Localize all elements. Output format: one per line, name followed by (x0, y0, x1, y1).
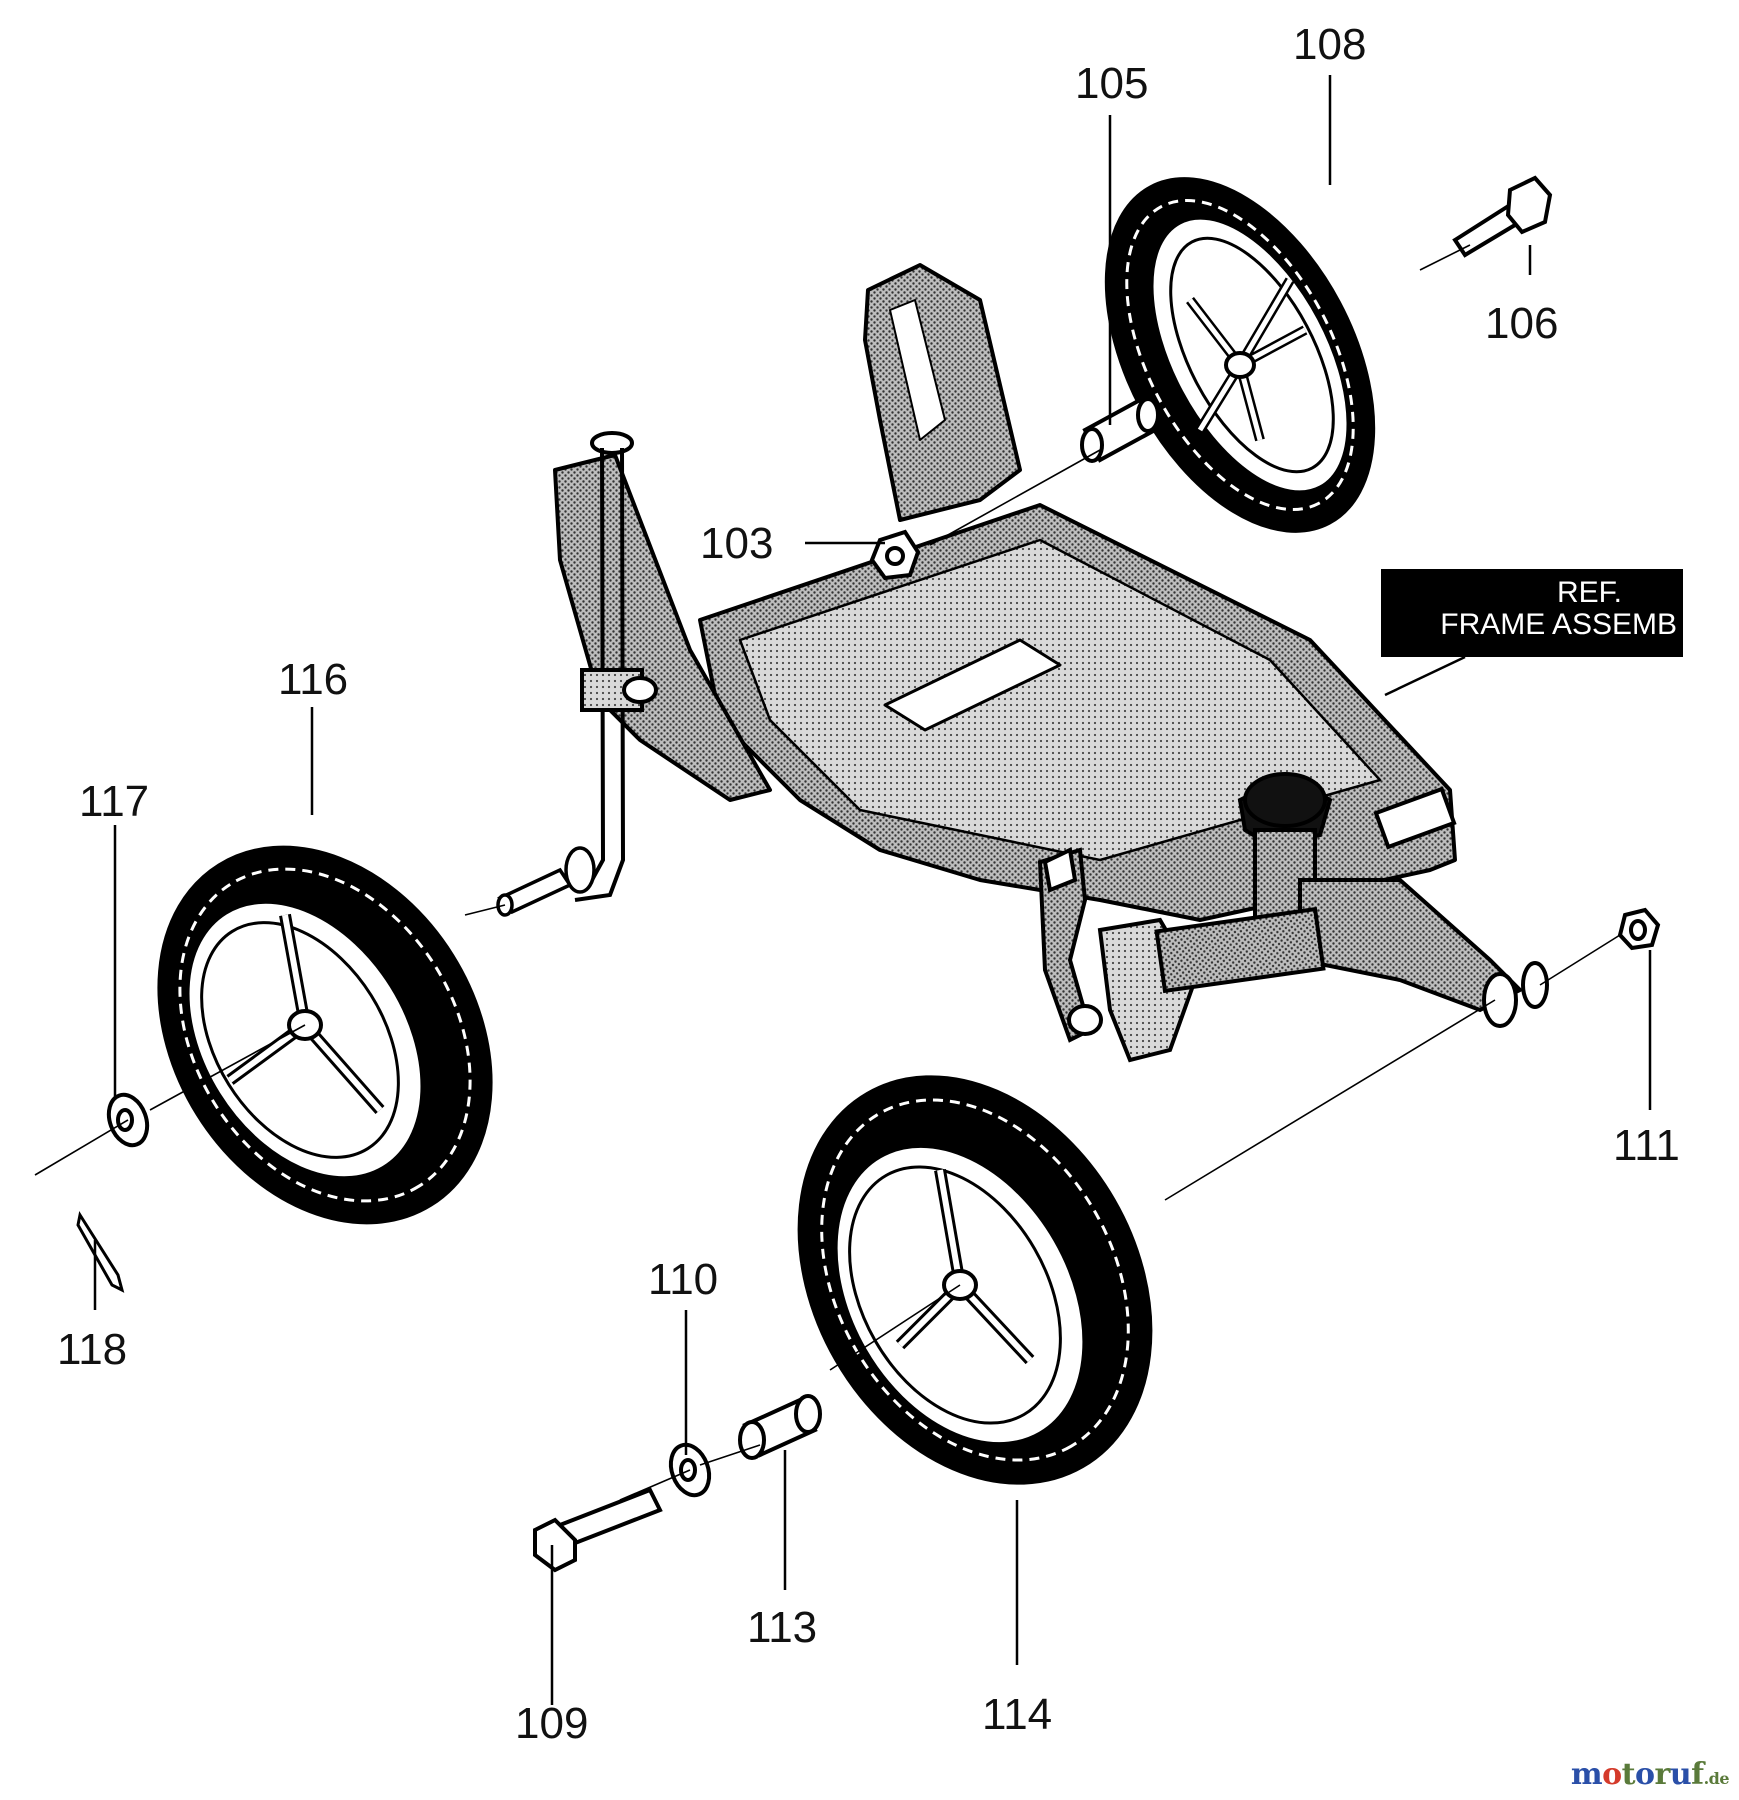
watermark-letter: u (1669, 1757, 1692, 1792)
callout-105: 105 (1075, 59, 1149, 108)
callout-116: 116 (278, 655, 349, 704)
nut-103 (869, 529, 921, 581)
callout-103: 103 (700, 519, 774, 568)
knob-lever-assembly (1037, 772, 1549, 1063)
watermark-letter: o (1635, 1757, 1655, 1792)
height-adjust-rod (569, 431, 658, 902)
ref-label-line2: FRAME ASSEMB (1440, 608, 1677, 641)
callout-111: 111 (1613, 1121, 1680, 1170)
watermark-tld: .de (1703, 1769, 1730, 1788)
cotter-pin-118 (76, 1211, 125, 1293)
washer-117 (106, 1092, 150, 1148)
spacer-113 (738, 1394, 822, 1460)
watermark-name: motoruf (1571, 1757, 1704, 1792)
watermark-letter: f (1691, 1757, 1704, 1792)
wheel-108 (1104, 177, 1376, 533)
watermark-letter: m (1570, 1757, 1603, 1792)
callout-118: 118 (57, 1325, 128, 1374)
leader-lines (93, 75, 1652, 1705)
callout-117: 117 (79, 777, 150, 826)
callout-109: 109 (515, 1699, 589, 1748)
callout-114: 114 (982, 1690, 1053, 1739)
wheel-116 (157, 845, 493, 1225)
watermark-letter: r (1654, 1757, 1671, 1792)
callout-110: 110 (648, 1255, 719, 1304)
bolt-106 (1452, 175, 1553, 258)
bolt-109 (533, 1487, 663, 1573)
nut-111 (1617, 907, 1661, 951)
left-axle-pin (496, 846, 596, 917)
axis-lines (34, 244, 1621, 1501)
callout-113: 113 (747, 1603, 818, 1652)
spacer-105 (1080, 397, 1160, 463)
watermark-letter: t (1621, 1757, 1636, 1792)
watermark-logo: motoruf.de (1571, 1757, 1730, 1792)
ref-frame-assembly-label: REF. FRAME ASSEMB (1381, 569, 1683, 657)
callout-106: 106 (1485, 299, 1559, 348)
callout-108: 108 (1293, 20, 1367, 69)
wheel-114 (797, 1075, 1153, 1485)
watermark-letter: o (1602, 1757, 1622, 1792)
ref-label-line1: REF. (1556, 576, 1622, 609)
